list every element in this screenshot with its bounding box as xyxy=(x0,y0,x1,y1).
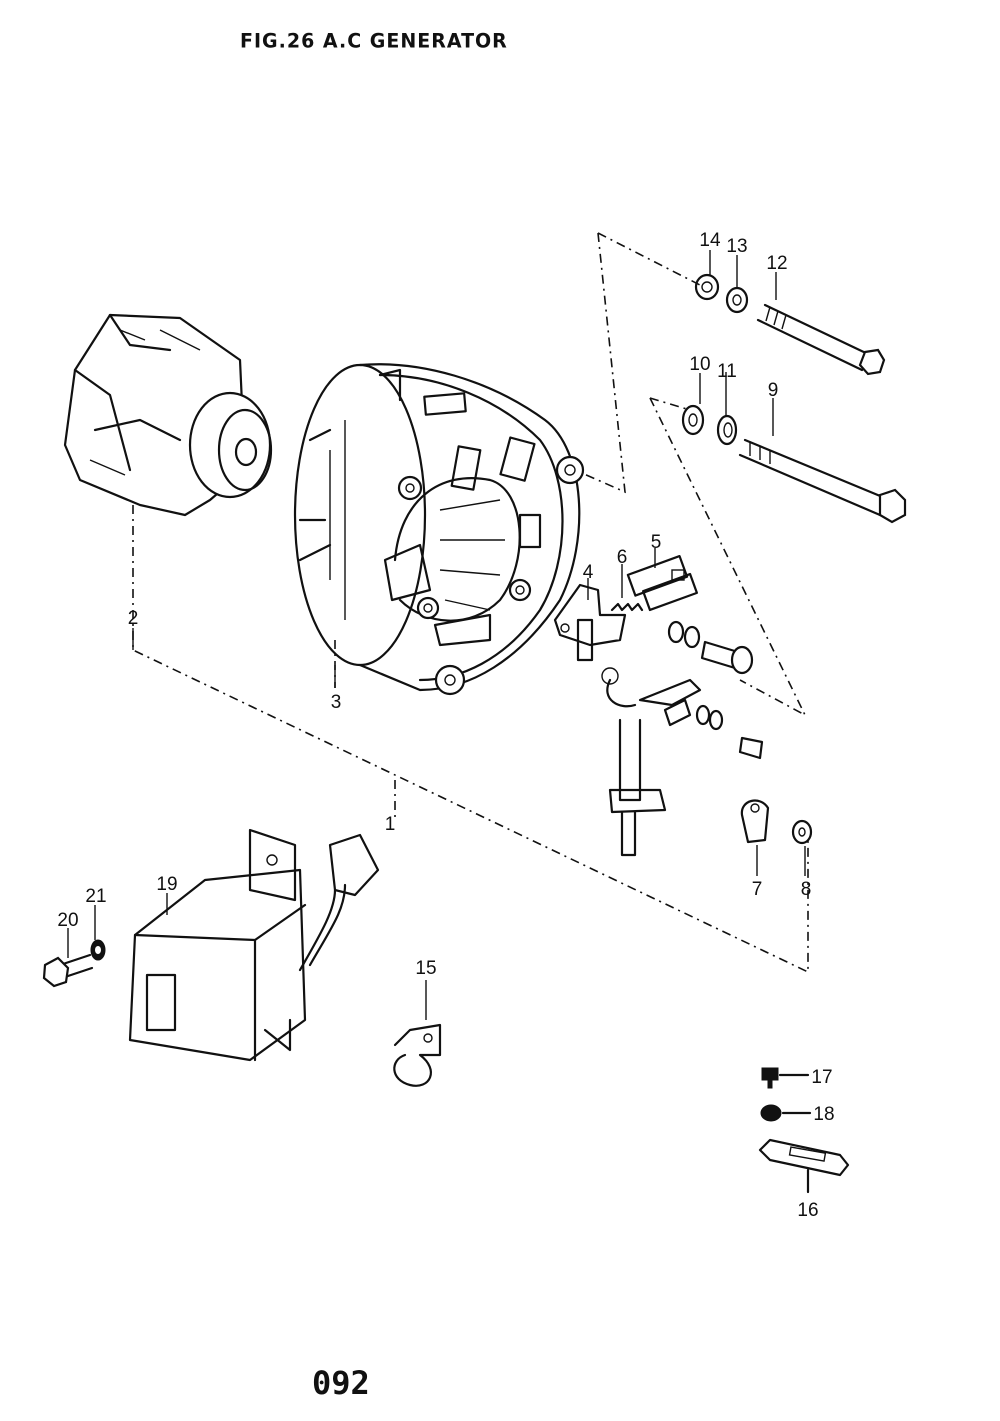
clamp-part-15 xyxy=(393,1023,442,1087)
regulator-part xyxy=(128,828,380,1062)
callout-6: 6 xyxy=(617,547,628,568)
bolt-part-9 xyxy=(738,438,907,524)
callout-20: 20 xyxy=(57,910,78,931)
callout-13: 13 xyxy=(726,236,747,257)
callout-10: 10 xyxy=(689,354,710,375)
callout-18: 18 xyxy=(813,1104,834,1125)
callout-17: 17 xyxy=(811,1067,832,1088)
callout-16: 16 xyxy=(797,1200,818,1221)
callout-8: 8 xyxy=(801,879,812,900)
callout-2: 2 xyxy=(128,608,139,629)
stator-housing-part xyxy=(293,363,585,696)
brush-holder-part xyxy=(553,583,627,662)
callout-7: 7 xyxy=(752,879,763,900)
wiring-lead xyxy=(601,667,702,857)
assembly-outline xyxy=(132,232,809,974)
brush-screw-set xyxy=(667,620,764,760)
callout-21: 21 xyxy=(85,886,106,907)
callout-5: 5 xyxy=(651,532,662,553)
washer-part-18 xyxy=(760,1104,812,1122)
nut-part-8 xyxy=(791,819,813,845)
bolt-part-20 xyxy=(42,953,94,988)
washer-part-21 xyxy=(90,939,106,961)
callout-4: 4 xyxy=(583,562,594,583)
callout-1: 1 xyxy=(385,814,396,835)
callout-11: 11 xyxy=(717,361,737,382)
spring-part xyxy=(610,602,644,612)
brush-part xyxy=(626,554,699,612)
bolt-part-12 xyxy=(756,303,886,376)
plate-part-16 xyxy=(758,1138,850,1194)
page-number: 092 xyxy=(312,1364,370,1402)
callout-9: 9 xyxy=(768,380,779,401)
screw-part-17 xyxy=(761,1067,810,1089)
leader-lines xyxy=(67,250,806,1020)
figure-title: FIG.26 A.C GENERATOR xyxy=(240,29,508,53)
rotor-part xyxy=(63,313,273,517)
clamp-part-7 xyxy=(740,799,770,844)
callout-14: 14 xyxy=(699,230,721,251)
callout-12: 12 xyxy=(766,253,787,274)
callout-labels: 1 2 3 4 5 6 7 8 9 10 11 12 13 14 15 16 1… xyxy=(57,230,834,1221)
callout-15: 15 xyxy=(415,958,436,979)
callout-3: 3 xyxy=(331,692,342,713)
callout-19: 19 xyxy=(156,874,177,895)
